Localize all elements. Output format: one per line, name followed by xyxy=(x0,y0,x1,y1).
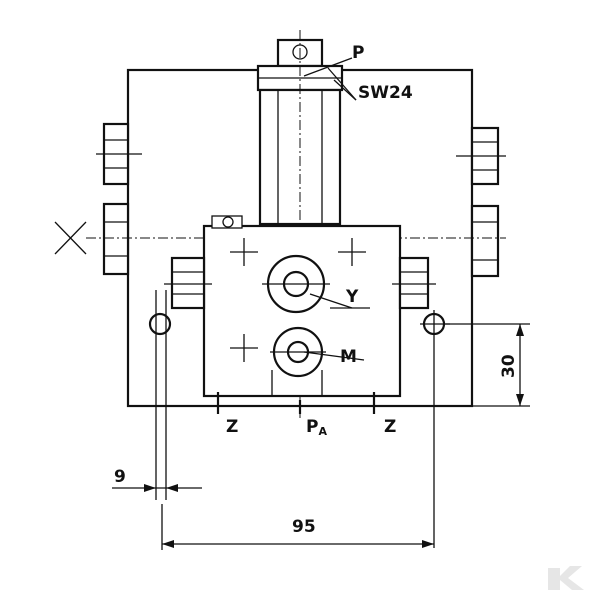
mounting-hole-left xyxy=(148,290,172,500)
plus-marker-tl xyxy=(230,238,258,266)
dimension-height-value: 30 xyxy=(499,354,519,378)
k-logo-icon xyxy=(548,566,584,590)
dimension-height: 30 xyxy=(444,323,530,407)
plus-marker-tr xyxy=(338,238,366,266)
label-pa-sub: A xyxy=(318,425,327,438)
label-y: Y xyxy=(345,287,359,307)
label-z-left: Z xyxy=(226,417,238,437)
label-pa-main: P xyxy=(306,417,318,437)
label-pa: PA xyxy=(306,417,327,438)
label-m: M xyxy=(340,347,357,367)
label-z-right: Z xyxy=(384,417,396,437)
leader-sw24-a xyxy=(327,67,357,101)
mounting-hole-right xyxy=(420,310,450,548)
plate-bolt-left xyxy=(164,256,212,310)
leader-y xyxy=(309,293,353,309)
port-y xyxy=(262,254,330,314)
label-sw24: SW24 xyxy=(358,83,413,103)
dimension-width: 95 xyxy=(161,504,434,550)
dimension-width-value: 95 xyxy=(292,517,316,537)
cartridge-stem xyxy=(256,30,344,420)
port-m xyxy=(270,326,326,378)
label-p: P xyxy=(352,43,364,63)
plug-top-left xyxy=(211,215,243,229)
x-mark-icon xyxy=(54,221,87,255)
dimension-hole: 9 xyxy=(112,467,202,492)
leader-m xyxy=(303,351,365,361)
leader-p xyxy=(303,57,353,77)
right-bolt-upper xyxy=(456,126,506,186)
left-bolt-lower xyxy=(102,202,130,276)
left-bolt-upper xyxy=(96,122,142,186)
right-bolt-lower xyxy=(470,204,500,278)
plate-bolt-right xyxy=(392,256,436,310)
plus-marker-bl xyxy=(230,334,258,362)
leader-sw24-b xyxy=(333,79,357,101)
dimension-hole-value: 9 xyxy=(114,467,126,487)
